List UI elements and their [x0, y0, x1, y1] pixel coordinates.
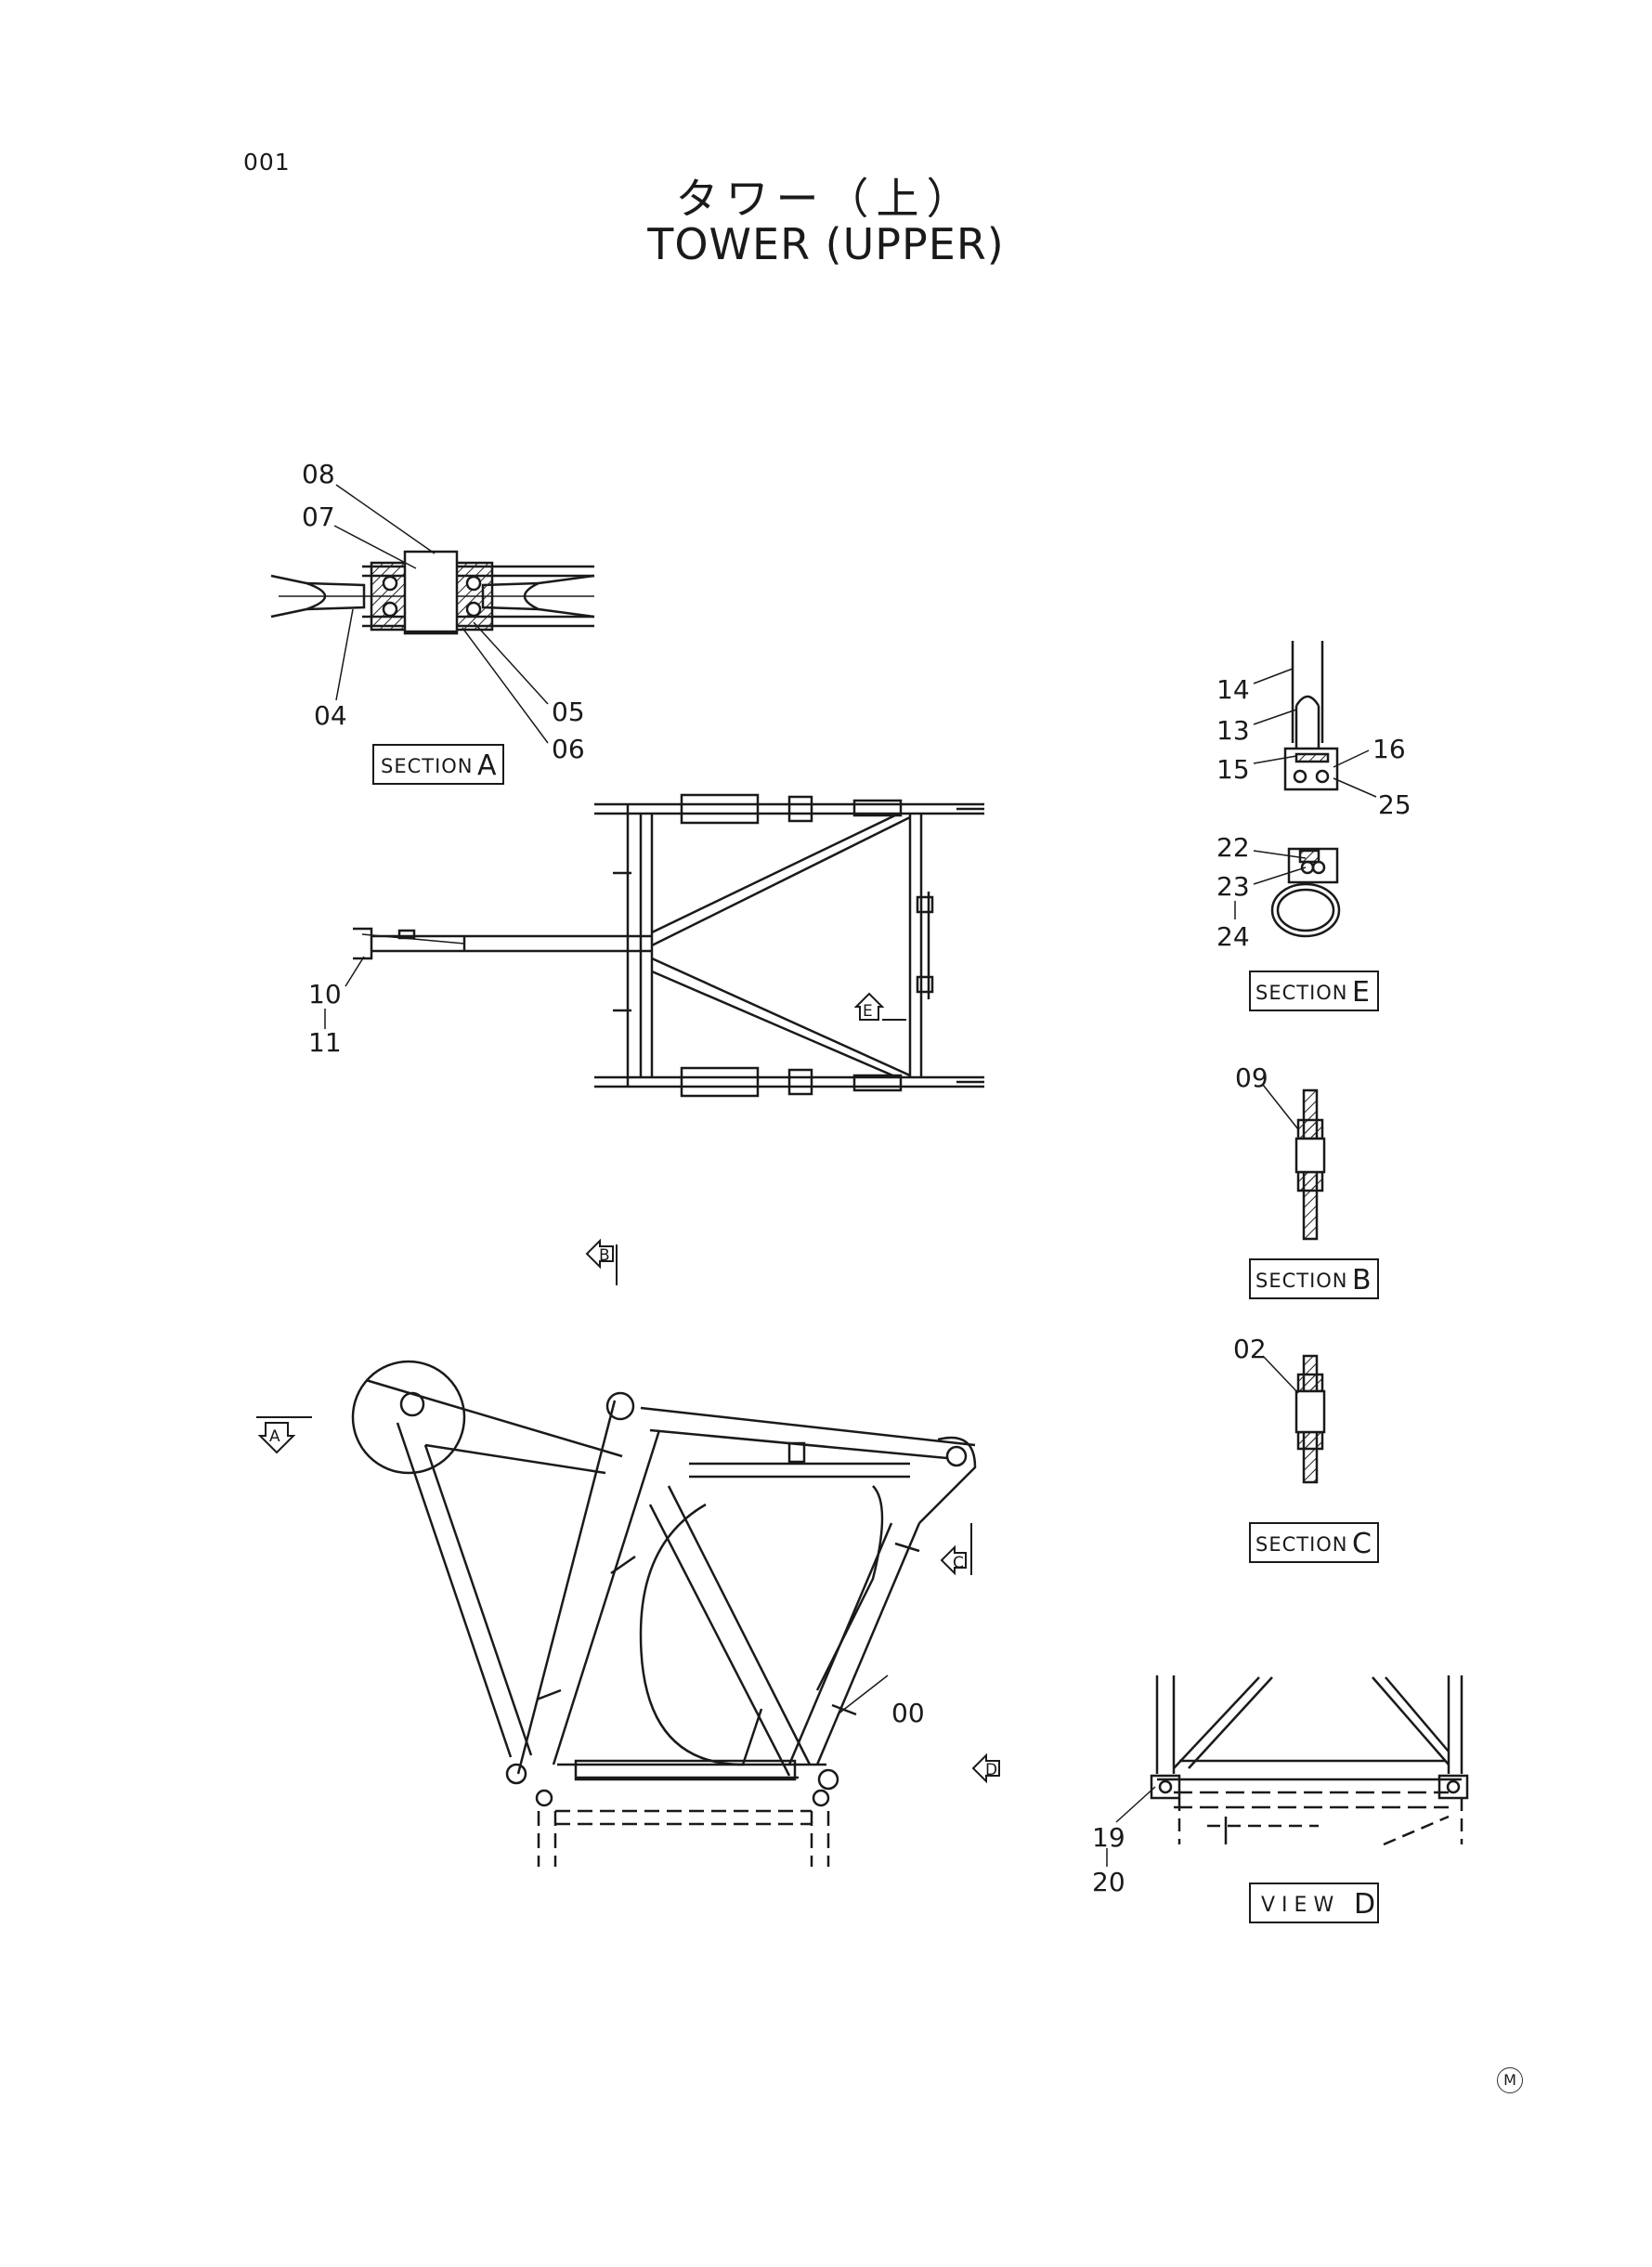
section-a-leaders	[333, 484, 549, 744]
callout-11: 11	[308, 1027, 342, 1058]
callout-20: 20	[1092, 1867, 1125, 1897]
section-a-letter: A	[477, 749, 497, 782]
section-e-word: SECTION	[1255, 982, 1348, 1004]
view-d-drawing	[1150, 1675, 1469, 1846]
callout-07: 07	[302, 502, 335, 532]
side-view-tower	[351, 1360, 977, 1867]
section-c-letter: C	[1352, 1528, 1372, 1560]
callout-02: 02	[1233, 1334, 1267, 1364]
callout-10: 10	[308, 979, 342, 1010]
section-e-label: SECTION E	[1249, 971, 1379, 1011]
section-b-word: SECTION	[1255, 1270, 1348, 1292]
section-c-word: SECTION	[1255, 1533, 1348, 1556]
section-b-drawing	[1294, 1088, 1326, 1241]
view-d-word: VIEW	[1261, 1894, 1340, 1917]
section-c-label: SECTION C	[1249, 1522, 1379, 1563]
callout-24: 24	[1216, 921, 1250, 952]
callout-22: 22	[1216, 832, 1250, 863]
title-english: TOWER (UPPER)	[647, 219, 1005, 269]
title-japanese: タワー（上）	[675, 174, 977, 224]
section-e-drawing	[1270, 641, 1341, 938]
view-a-arrow-letter: A	[269, 1427, 280, 1446]
section-e-leaders	[1234, 668, 1377, 919]
callout-16: 16	[1372, 734, 1406, 764]
section-a-drawing	[270, 550, 595, 635]
callout-15: 15	[1216, 754, 1250, 785]
section-b-label: SECTION B	[1249, 1258, 1379, 1299]
view-d-letter: D	[1354, 1888, 1375, 1921]
view-e-arrow	[853, 992, 906, 1021]
view-e-arrow-letter: E	[863, 1002, 873, 1021]
view-b-arrow-letter: B	[599, 1246, 610, 1265]
view-d-label: VIEW D	[1249, 1883, 1379, 1923]
callout-19: 19	[1092, 1822, 1125, 1853]
section-a-label: SECTION A	[372, 744, 504, 785]
m-mark: M	[1497, 2067, 1523, 2093]
section-b-letter: B	[1352, 1264, 1372, 1296]
callout-05: 05	[552, 697, 585, 727]
callout-08: 08	[302, 459, 335, 489]
callout-25: 25	[1378, 789, 1411, 820]
section-a-word: SECTION	[381, 755, 474, 777]
view-b-arrow	[585, 1238, 618, 1285]
callout-00: 00	[891, 1698, 925, 1728]
view-d-arrow	[971, 1752, 1000, 1784]
top-view-frame	[353, 793, 984, 1098]
callout-23: 23	[1216, 871, 1250, 902]
callout-09: 09	[1235, 1062, 1268, 1093]
callout-06: 06	[552, 734, 585, 764]
view-c-arrow-letter: C	[953, 1554, 964, 1572]
callout-14: 14	[1216, 674, 1250, 705]
section-e-letter: E	[1352, 976, 1370, 1009]
view-d-arrow-letter: D	[985, 1761, 997, 1779]
callout-04: 04	[314, 700, 347, 731]
view-a-arrow	[256, 1416, 312, 1454]
page-number: 001	[243, 149, 291, 176]
section-c-drawing	[1294, 1354, 1326, 1484]
callout-13: 13	[1216, 715, 1250, 746]
view-c-arrow	[940, 1523, 972, 1576]
